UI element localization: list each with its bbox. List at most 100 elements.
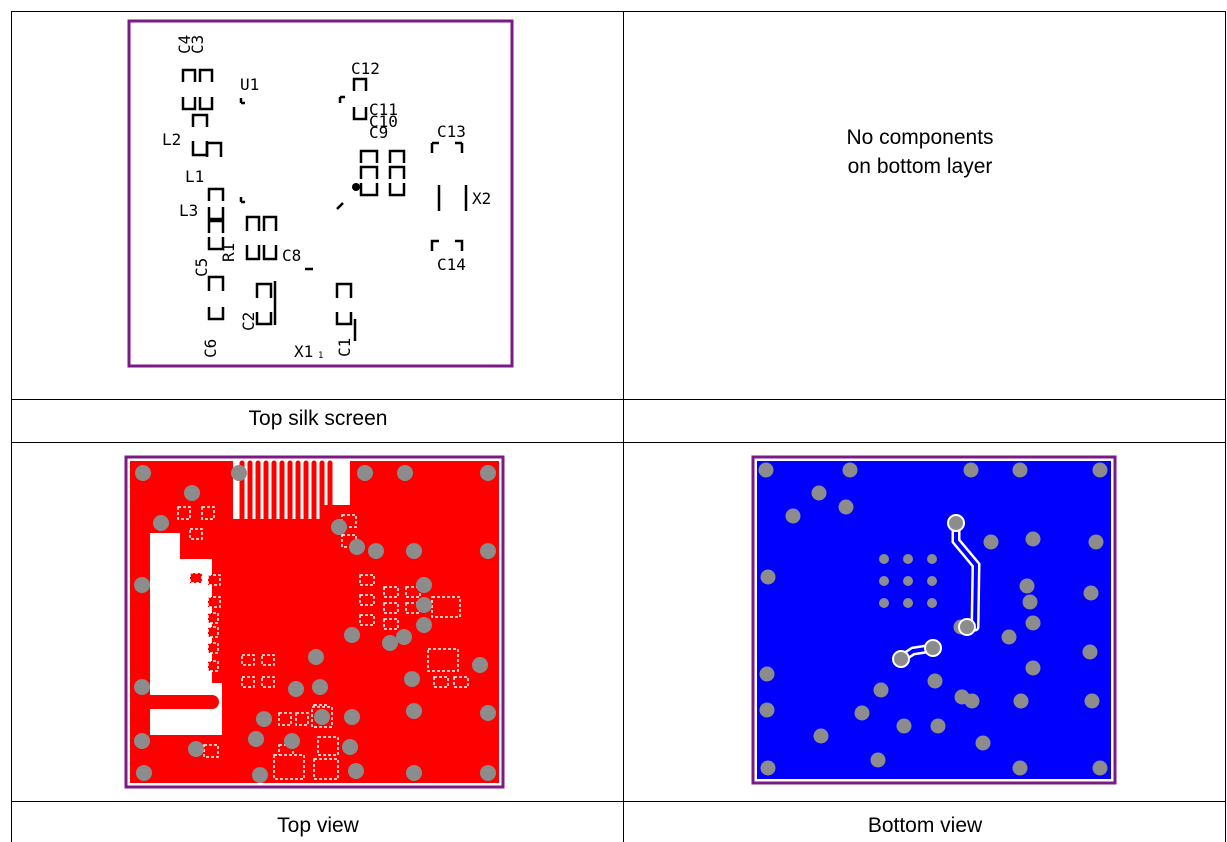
bottom-via-connected [947,514,965,532]
grid-line-row2 [11,442,1226,443]
bottom-thermal-via [903,598,913,608]
bottom-thermal-via [927,598,937,608]
bottom-via [854,705,870,721]
top-via [406,703,422,719]
bottom-via [1092,462,1108,478]
top-smd-pad [207,596,221,608]
silk-label-x1: X1 [294,342,313,361]
bottom-via [964,693,980,709]
top-via [256,711,272,727]
silk-outline [245,215,261,231]
silk-label-r1: R1 [219,243,238,262]
bottom-thermal-via [903,554,913,564]
silk-component-outlines [181,68,468,341]
top-smd-pad [189,528,203,540]
top-smd-pad [359,594,375,606]
bottom-thermal-via [903,576,913,586]
silk-outline [181,68,197,82]
top-via [344,709,360,725]
top-via [312,679,328,695]
bottom-via-connected [892,650,910,668]
top-smd-pad [295,712,309,726]
top-smd-pad [433,676,449,688]
silk-outline [207,307,225,321]
silk-label-c9: C9 [369,123,388,142]
top-via [357,465,373,481]
top-via [416,617,432,633]
silk-outline [245,245,261,261]
silk-label-l3: L3 [179,201,198,220]
top-via [349,539,365,555]
top-via [314,709,330,725]
bottom-via [1019,578,1035,594]
silk-outline [430,239,464,251]
top-via [135,465,151,481]
top-smd-pad [313,758,339,780]
top-via [416,577,432,593]
bottom-via [842,462,858,478]
top-smd-pad [241,654,255,666]
bottom-via [1084,693,1100,709]
top-via [480,705,496,721]
bottom-via-connected [924,639,942,657]
bottom-via [758,462,774,478]
bottom-via [1013,693,1029,709]
bottom-note-line-2: on bottom layer [847,155,993,178]
top-smd-pad [427,648,459,672]
caption-top-view: Top view [277,814,359,837]
bottom-via [983,534,999,550]
caption-top-silk: Top silk screen [248,407,388,430]
silk-outline [335,312,353,326]
top-smd-pad [317,736,339,756]
bottom-note-line-1: No components [846,126,994,149]
silk-label-c6: C6 [201,339,220,358]
top-smd-pad [203,744,219,758]
silk-outline [207,207,225,221]
silk-outline [239,98,245,105]
top-via [404,671,420,687]
top-smd-pad [207,574,221,586]
grid-line-left [11,11,12,842]
top-traces [134,460,499,709]
silk-label-c12: C12 [351,59,380,78]
bottom-vias [758,462,1108,776]
silk-outline [388,183,406,197]
silk-label-c13: C13 [437,122,466,141]
silk-outline [359,183,379,197]
silk-outline [198,68,214,82]
bottom-via [759,666,775,682]
top-via [134,733,150,749]
silk-outline [359,149,379,163]
top-via [480,543,496,559]
top-via [344,627,360,643]
bottom-layer-note: No components on bottom layer [720,123,1120,181]
top-smd-pad [189,572,203,584]
silk-pin1-dot [352,183,360,191]
top-smd-pad [261,676,275,688]
silk-outline [388,149,406,163]
bottom-thermal-via [927,554,937,564]
top-via [248,731,264,747]
top-via [348,763,364,779]
silk-outline [352,107,368,121]
silk-outline [388,165,406,179]
bottom-via [785,508,801,524]
silk-label-c4: C4 [175,35,194,54]
top-smd-pad [273,754,305,780]
silk-label-c10: C10 [369,112,398,131]
silk-label-x2: X2 [472,189,491,208]
top-via [288,681,304,697]
top-via [342,739,358,755]
top-via [252,767,268,783]
silk-outline [262,215,278,231]
silk-label-c3: C3 [188,35,207,54]
top-via [188,741,204,757]
top-smd-pad [453,676,469,688]
bottom-via [760,569,776,585]
top-smd-pad [241,676,255,688]
silk-label-c14: C14 [437,255,466,274]
bottom-via [838,499,854,515]
top-cutout-left [150,533,222,735]
